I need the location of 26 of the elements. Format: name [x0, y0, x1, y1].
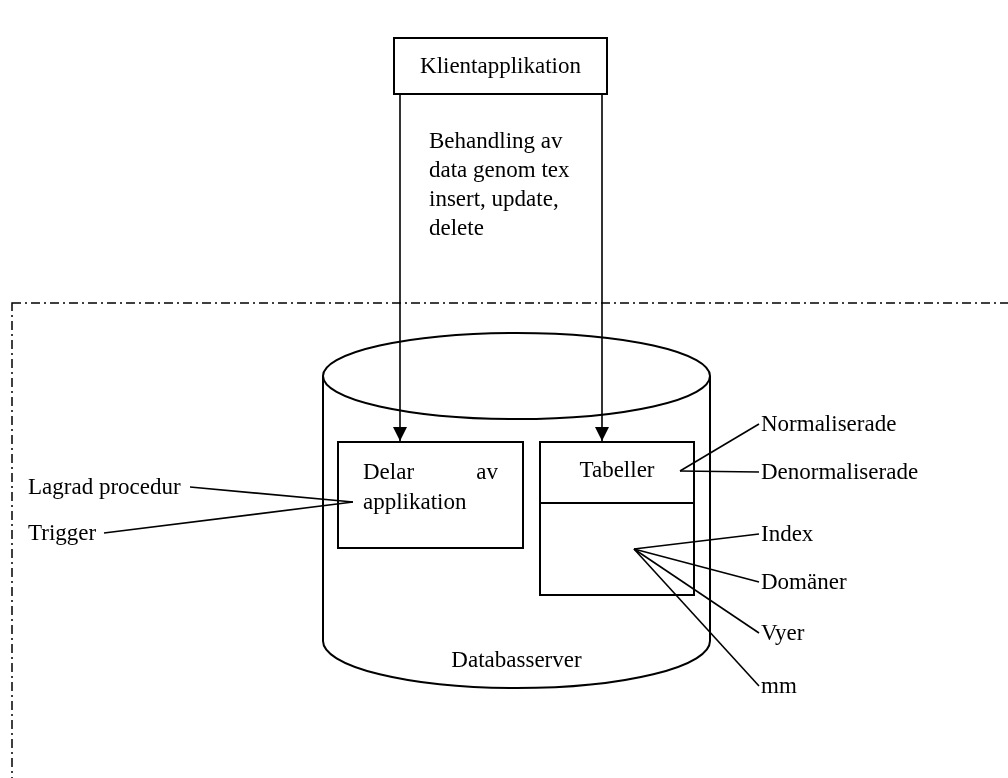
callout-label: Index — [761, 519, 841, 549]
arrow — [595, 94, 609, 442]
callout-label: Vyer — [761, 618, 821, 648]
leader-line — [679, 470, 760, 473]
leader-line — [633, 533, 760, 550]
arrow — [393, 94, 407, 442]
leader-line — [103, 501, 354, 534]
callout-label: Trigger — [28, 518, 100, 548]
database-cylinder — [322, 332, 711, 689]
callout-label: Domäner — [761, 567, 871, 597]
callout-label: mm — [761, 671, 811, 701]
leader-line — [633, 548, 760, 634]
cylinder-label: Databasserver — [450, 647, 583, 673]
leader-line — [633, 548, 760, 583]
callout-label: Lagrad procedur — [28, 472, 186, 502]
table-box — [539, 441, 695, 596]
callout-label: Denormaliserade — [761, 457, 1008, 487]
process-box: Klientapplikation — [393, 37, 608, 95]
process-box: Delar av applikation — [337, 441, 524, 549]
leader-line — [189, 486, 354, 503]
dashed-boundary — [11, 302, 1008, 778]
leader-line — [633, 548, 760, 687]
table-heading: Tabeller — [578, 457, 656, 483]
annotation-text: Behandling av data genom tex insert, update, delete — [429, 127, 571, 242]
leader-line — [679, 423, 760, 472]
callout-label: Normaliserade — [761, 409, 961, 439]
